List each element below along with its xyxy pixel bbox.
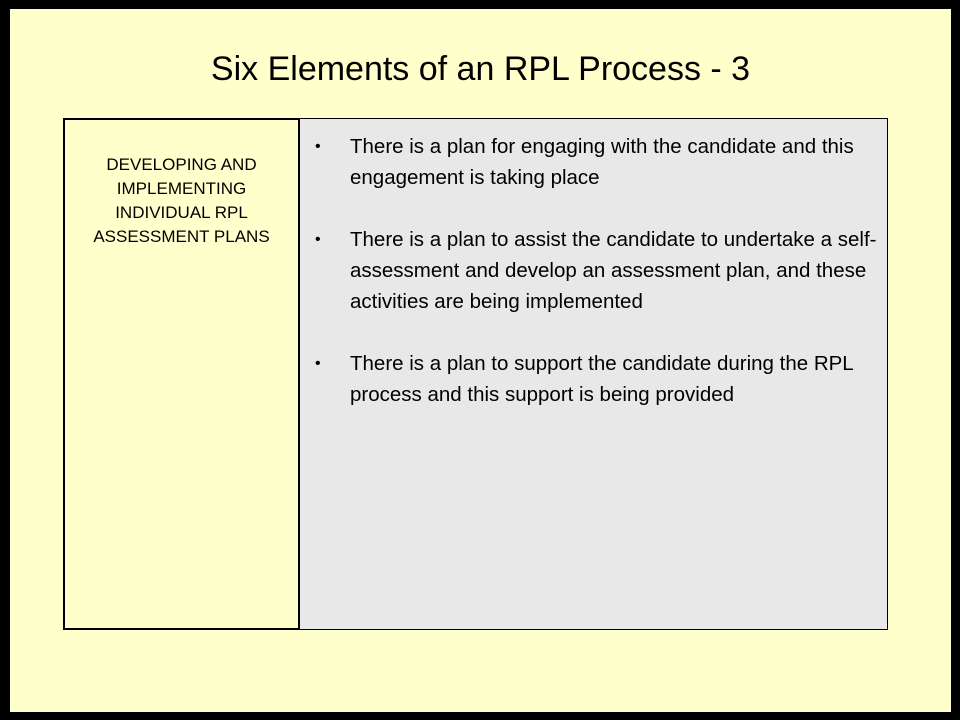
element-label-box: DEVELOPING AND IMPLEMENTING INDIVIDUAL R…: [63, 118, 300, 630]
list-item: • There is a plan for engaging with the …: [314, 131, 879, 193]
bullet-icon: •: [315, 138, 321, 155]
list-item-text: There is a plan for engaging with the ca…: [350, 135, 854, 189]
element-label: DEVELOPING AND IMPLEMENTING INDIVIDUAL R…: [93, 155, 270, 246]
criteria-panel: • There is a plan for engaging with the …: [300, 118, 888, 630]
bullet-icon: •: [315, 355, 321, 372]
slide: Six Elements of an RPL Process - 3 DEVEL…: [10, 9, 951, 712]
list-item: • There is a plan to assist the candidat…: [314, 224, 879, 317]
list-item-text: There is a plan to support the candidate…: [350, 352, 853, 406]
list-item: • There is a plan to support the candida…: [314, 348, 879, 410]
bullet-icon: •: [315, 231, 321, 248]
list-item-text: There is a plan to assist the candidate …: [350, 228, 877, 313]
criteria-list: • There is a plan for engaging with the …: [314, 131, 879, 441]
slide-title: Six Elements of an RPL Process - 3: [210, 50, 751, 88]
